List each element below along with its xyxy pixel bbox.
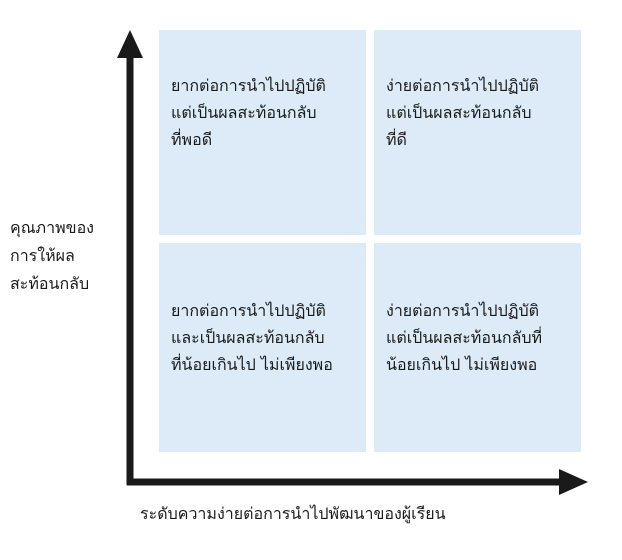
y-axis-arrowhead	[117, 30, 143, 58]
x-axis-label: ระดับความง่ายต่อการนำไปพัฒนาของผู้เรียน	[140, 504, 446, 523]
y-axis-label: คุณภาพของ การให้ผล สะท้อนกลับ	[10, 218, 94, 293]
x-axis-arrowhead	[559, 469, 588, 495]
quadrant-top-right: ง่ายต่อการนำไปปฏิบัติ แต่เป็นผลสะท้อนกลั…	[374, 30, 581, 235]
quadrant-bottom-right: ง่ายต่อการนำไปปฏิบัติ แต่เป็นผลสะท้อนกลั…	[374, 243, 581, 452]
quadrant-bottom-left-text: ยากต่อการนำไปปฏิบัติ และเป็นผลสะท้อนกลับ…	[171, 301, 333, 374]
quadrant-top-right-text: ง่ายต่อการนำไปปฏิบัติ แต่เป็นผลสะท้อนกลั…	[386, 76, 540, 149]
quadrant-top-left-text: ยากต่อการนำไปปฏิบัติ แต่เป็นผลสะท้อนกลับ…	[171, 76, 326, 149]
quadrant-bottom-left: ยากต่อการนำไปปฏิบัติ และเป็นผลสะท้อนกลับ…	[159, 243, 366, 452]
quadrant-bottom-right-text: ง่ายต่อการนำไปปฏิบัติ แต่เป็นผลสะท้อนกลั…	[386, 301, 543, 374]
quadrant-top-left: ยากต่อการนำไปปฏิบัติ แต่เป็นผลสะท้อนกลับ…	[159, 30, 366, 235]
